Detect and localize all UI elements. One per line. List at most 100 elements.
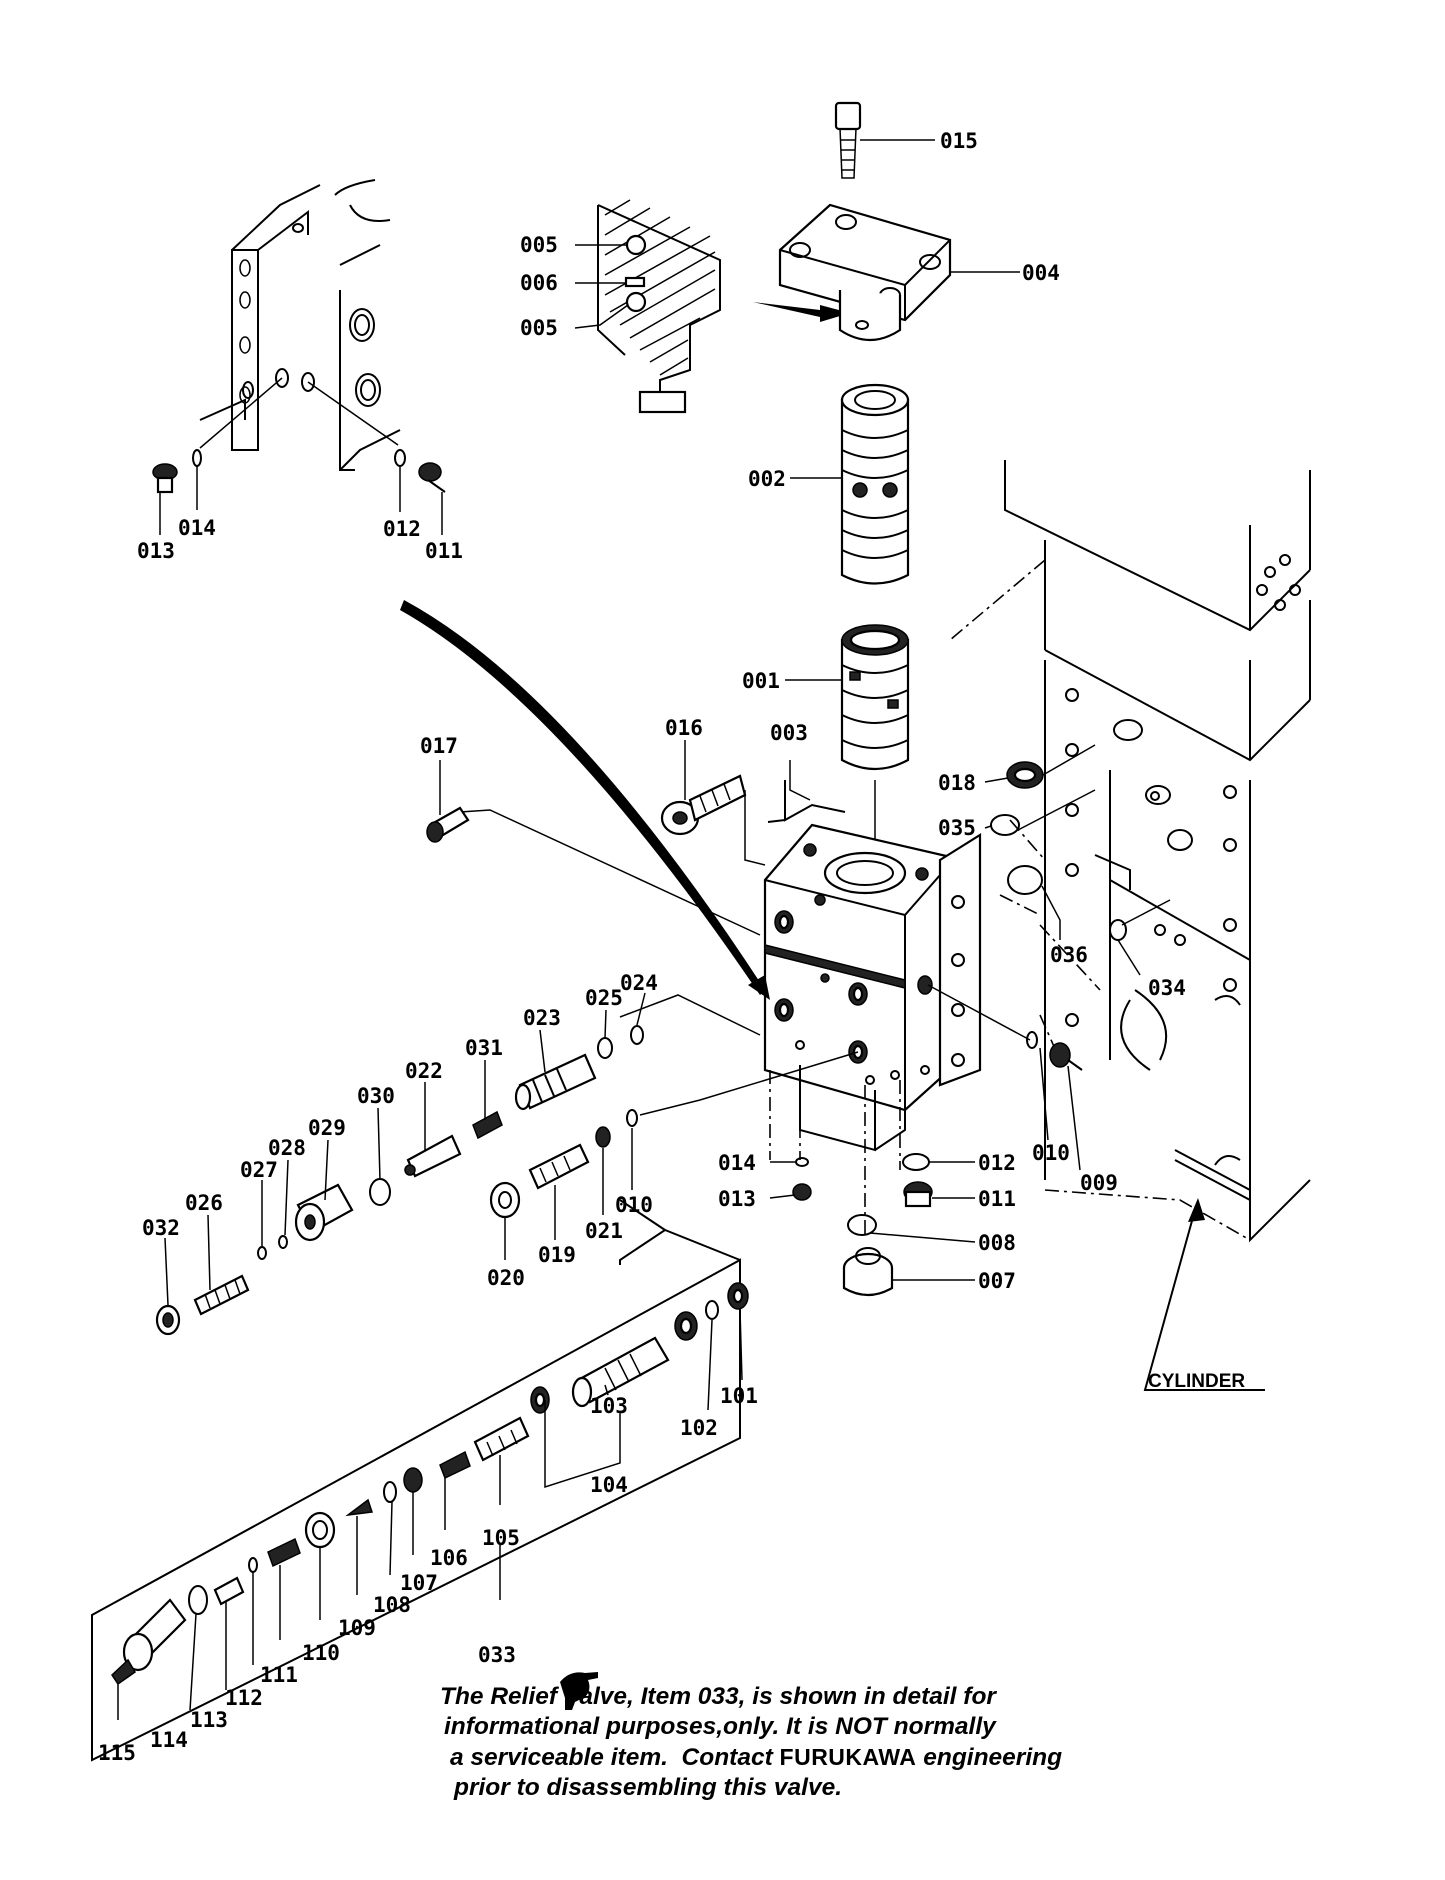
oring-025 (597, 1037, 613, 1059)
plug-009 (1049, 1042, 1083, 1071)
cartridge-023 (514, 1053, 597, 1111)
valve-block-003 (763, 780, 982, 1152)
relief-valve-parts (111, 1282, 749, 1686)
label-015: 015 (940, 129, 978, 153)
bolt-013-block (792, 1183, 812, 1201)
label-115: 115 (98, 1741, 136, 1765)
label-102: 102 (680, 1416, 718, 1440)
relief-valve-note: The Relief Valve, Item 033, is shown in … (440, 1682, 1200, 1803)
label-029: 029 (308, 1116, 346, 1140)
label-008: 008 (978, 1231, 1016, 1255)
label-014-inset: 014 (178, 516, 216, 540)
fitting-017 (426, 806, 470, 843)
washer-034 (1109, 919, 1127, 941)
oring-108 (383, 1481, 397, 1503)
pointing-hand-icon (560, 1672, 598, 1710)
note-line-4: prior to disassembling this valve. (454, 1774, 843, 1801)
seat-107 (403, 1467, 423, 1493)
cone-109 (345, 1498, 374, 1517)
label-007: 007 (978, 1269, 1016, 1293)
label-011-block: 011 (978, 1187, 1016, 1211)
bolt-013-inset (152, 463, 178, 494)
brand-name: FURUKAWA (779, 1744, 917, 1770)
cylinder-housing (1004, 460, 1311, 1243)
label-009: 009 (1080, 1171, 1118, 1195)
label-104: 104 (590, 1473, 628, 1497)
label-002: 002 (748, 467, 786, 491)
label-010-left: 010 (615, 1193, 653, 1217)
label-026: 026 (185, 1191, 223, 1215)
washer-012-inset (394, 449, 406, 467)
label-103: 103 (590, 1394, 628, 1418)
block-hidden-lines (769, 819, 1101, 1235)
label-012-block: 012 (978, 1151, 1016, 1175)
housing-section-hatched (597, 199, 721, 414)
screw-015 (834, 101, 862, 179)
label-025: 025 (585, 986, 623, 1010)
label-023: 023 (523, 1006, 561, 1030)
label-017: 017 (420, 734, 458, 758)
label-012-inset: 012 (383, 517, 421, 541)
oring-005-upper (625, 234, 647, 256)
label-028: 028 (268, 1136, 306, 1160)
bolt-016 (660, 774, 747, 836)
inset-block-side-view (199, 179, 401, 471)
seal-104a (530, 1386, 550, 1414)
label-018: 018 (938, 771, 976, 795)
spring-111 (267, 1537, 301, 1568)
label-106: 106 (430, 1546, 468, 1570)
nut-032 (155, 1304, 181, 1336)
label-024: 024 (620, 971, 658, 995)
label-013-block: 013 (718, 1187, 756, 1211)
label-105: 105 (482, 1526, 520, 1550)
label-006: 006 (520, 271, 558, 295)
label-109: 109 (338, 1616, 376, 1640)
label-033: 033 (478, 1643, 516, 1667)
oring-005-lower (625, 291, 647, 313)
spring-031 (472, 1110, 503, 1140)
label-027: 027 (240, 1158, 278, 1182)
label-011-inset: 011 (425, 539, 463, 563)
oring-114 (188, 1585, 208, 1615)
leader-lines (117, 139, 1141, 1720)
label-108: 108 (373, 1593, 411, 1617)
label-034: 034 (1148, 976, 1186, 1000)
label-110: 110 (302, 1641, 340, 1665)
plug-007 (842, 1247, 894, 1297)
relief-valve-detail-frame (91, 1199, 741, 1762)
bolt-011-inset (418, 462, 446, 493)
part-labels: 015 004 005 006 005 002 001 016 003 017 … (98, 129, 1245, 1765)
oring-010-left (626, 1109, 638, 1127)
poppet-103 (571, 1336, 670, 1408)
nut-021 (595, 1126, 611, 1148)
washer-014-block (795, 1157, 809, 1167)
guide-110 (304, 1511, 336, 1549)
plug-011-block (903, 1181, 933, 1208)
label-cylinder: CYLINDER (1148, 1371, 1245, 1392)
flow-arrow-004 (753, 302, 850, 322)
screw-026 (193, 1274, 250, 1316)
cartridge-105 (473, 1416, 530, 1462)
label-031: 031 (465, 1036, 503, 1060)
label-111: 111 (260, 1663, 298, 1687)
seal-104b (674, 1311, 698, 1341)
label-021: 021 (585, 1219, 623, 1243)
label-019: 019 (538, 1243, 576, 1267)
oring-028 (278, 1235, 288, 1249)
large-curved-arrow (400, 600, 770, 1000)
label-101: 101 (720, 1384, 758, 1408)
oring-024 (630, 1025, 644, 1045)
spring-106 (439, 1450, 471, 1480)
label-113: 113 (190, 1708, 228, 1732)
spool-002 (840, 383, 910, 585)
label-032: 032 (142, 1216, 180, 1240)
oring-036 (1007, 865, 1043, 895)
cover-plate-004 (778, 203, 952, 341)
label-005-upper: 005 (520, 233, 558, 257)
oring-035 (990, 814, 1020, 836)
cartridge-019 (528, 1143, 590, 1190)
sleeve-001 (840, 624, 910, 770)
stem-113 (213, 1576, 245, 1606)
body-115 (111, 1598, 187, 1686)
